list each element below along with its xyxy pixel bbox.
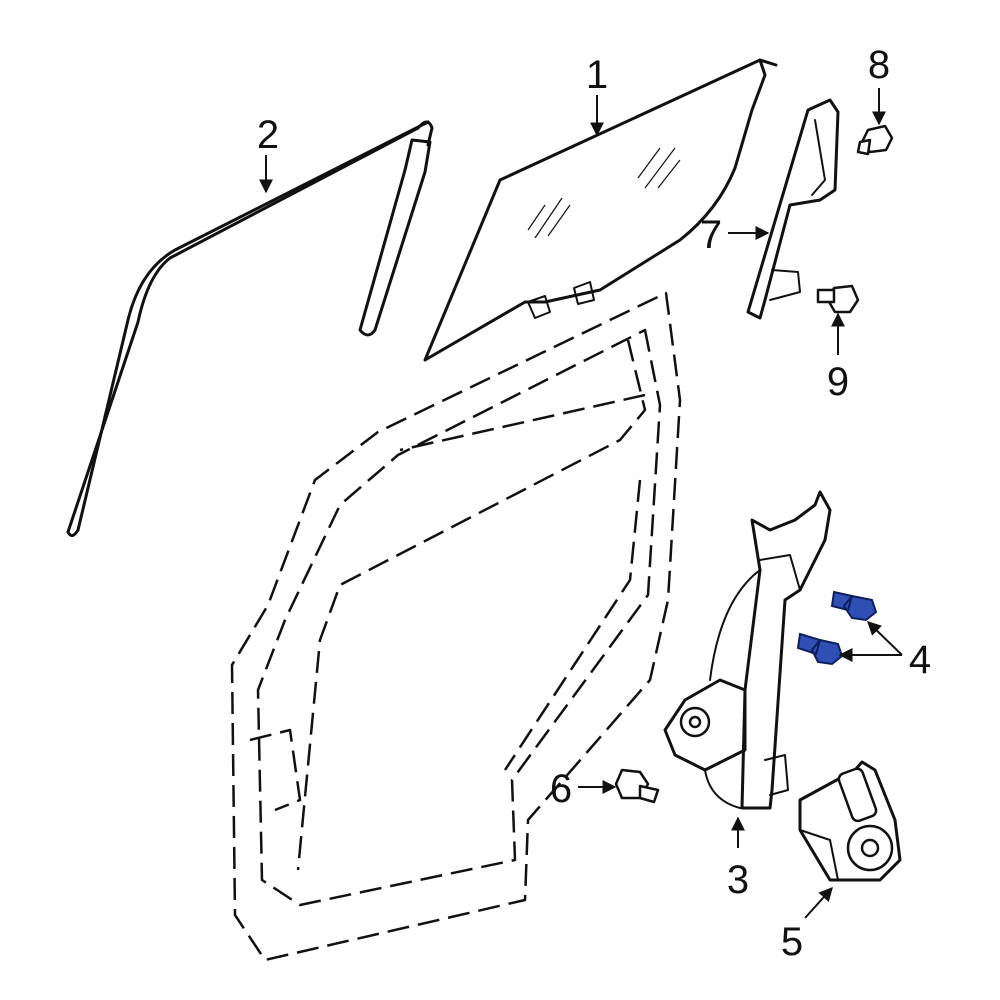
door-glass [423,58,778,362]
callout-6: 6 [550,767,572,811]
window-motor [798,760,902,882]
leader-lines [259,88,903,919]
bolts-4 [796,590,878,666]
bolt-9 [816,284,860,314]
window-regulator [663,490,832,810]
bolt-6 [614,768,660,804]
bolt-8 [856,124,894,156]
callout-1: 1 [586,53,608,97]
callout-7: 7 [700,213,722,257]
callout-8: 8 [868,43,890,87]
callout-5: 5 [781,920,803,964]
callout-2: 2 [257,113,279,157]
callout-3: 3 [727,858,749,902]
run-channel-seal [66,120,434,537]
callout-4: 4 [909,638,931,682]
glass-channel-guide [746,98,840,320]
callout-9: 9 [827,360,849,404]
door-outline [230,291,682,962]
bolt-4-upper [830,590,878,622]
bolt-4-lower [796,632,844,666]
callout-labels: 1 2 3 4 5 6 7 8 9 [257,43,931,964]
